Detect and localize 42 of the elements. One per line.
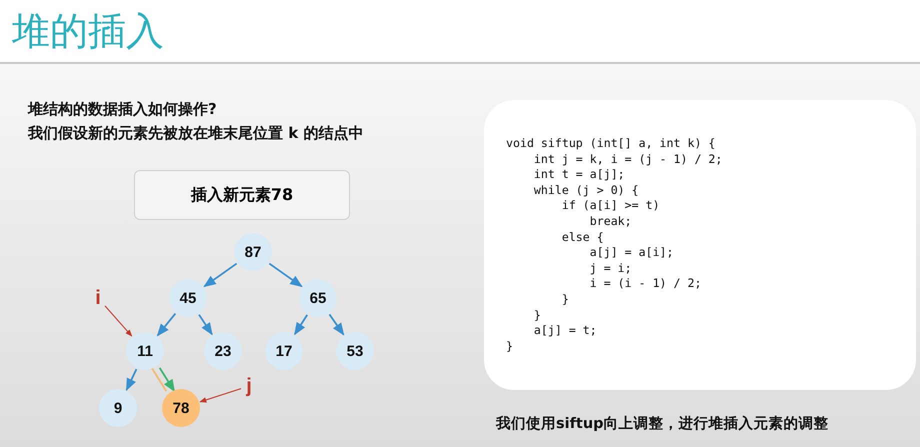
- arrow: [199, 388, 242, 403]
- heap-node-circle: 65: [299, 279, 337, 317]
- heap-node-circle: 45: [169, 279, 207, 317]
- slide-title: 堆的插入: [12, 8, 164, 55]
- code-line: void siftup (int[] a, int k) {: [506, 136, 716, 152]
- arrow: [328, 314, 344, 336]
- code-line: int t = a[j];: [532, 167, 626, 183]
- code-line: }: [532, 308, 542, 324]
- code-line: if (a[i] >= t): [560, 198, 661, 214]
- text-line: 堆结构的数据插入如何操作?: [28, 100, 217, 119]
- arrow: [198, 314, 213, 336]
- arrow: [158, 367, 176, 392]
- arrow: [203, 262, 238, 288]
- code-line: else {: [560, 230, 605, 246]
- code-line: int j = k, i = (j - 1) / 2;: [532, 152, 724, 168]
- connector-line: [150, 367, 168, 392]
- text-line: 我们使用siftup向上调整，进行堆插入元素的调整: [496, 414, 829, 433]
- heap-node-circle: 87: [234, 233, 272, 271]
- arrow: [104, 305, 132, 337]
- code-line: a[j] = a[i];: [588, 245, 675, 261]
- arrow: [156, 312, 176, 336]
- heap-node-circle: 17: [265, 332, 303, 370]
- pointer-label: i: [91, 286, 105, 310]
- code-panel: [484, 100, 916, 390]
- code-line: j = i;: [588, 260, 633, 276]
- heap-node-circle: 23: [204, 332, 242, 370]
- code-line: break;: [588, 214, 633, 230]
- arrow: [268, 262, 303, 288]
- code-line: }: [506, 338, 514, 354]
- text-line: 我们假设新的元素先被放在堆末尾位置 k 的结点中: [28, 124, 364, 143]
- code-line: while (j > 0) {: [532, 182, 640, 198]
- arrow: [126, 368, 138, 392]
- code-line: i = (i - 1) / 2;: [588, 276, 702, 292]
- heap-node-circle: 9: [99, 389, 137, 427]
- process-box: 插入新元素78: [134, 170, 350, 220]
- arrow: [294, 314, 308, 336]
- heap-node-circle: 78: [162, 389, 200, 427]
- heap-node-circle: 53: [336, 332, 374, 370]
- code-line: a[j] = t;: [532, 323, 598, 339]
- heap-node-circle: 11: [126, 332, 164, 370]
- pointer-label: j: [241, 373, 257, 399]
- code-line: }: [560, 292, 570, 308]
